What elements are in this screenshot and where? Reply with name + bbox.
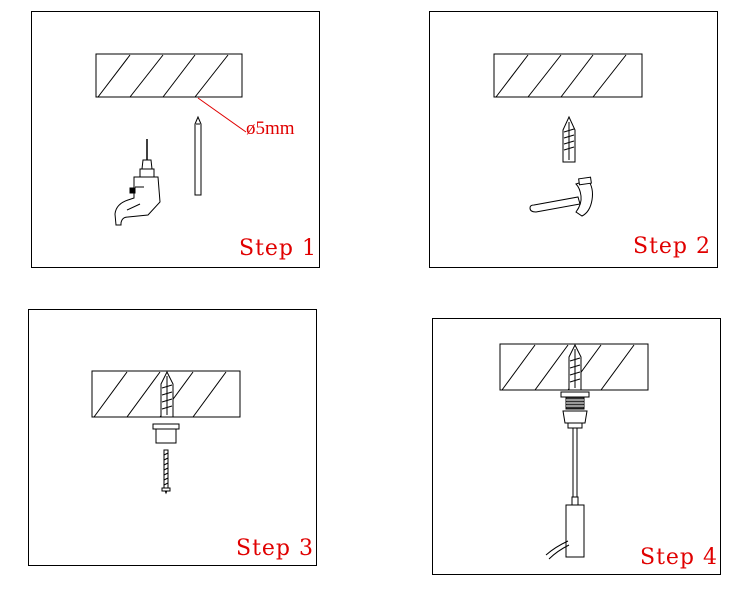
screw-icon xyxy=(161,449,171,495)
step-2-label: Step 2 xyxy=(633,234,712,259)
step-3-illustration xyxy=(91,370,241,495)
step-3-panel: Step 3 xyxy=(28,309,317,566)
step-2-panel: Step 2 xyxy=(429,11,718,268)
wall-plug-icon xyxy=(568,343,582,391)
hammer-icon xyxy=(529,176,593,217)
step-2-illustration xyxy=(493,53,643,217)
wall-plug-icon xyxy=(562,115,576,163)
step-4-label: Step 4 xyxy=(640,545,719,570)
step-4-illustration xyxy=(499,343,649,560)
suspension-cable-icon xyxy=(572,428,578,497)
step-1-illustration xyxy=(95,53,247,226)
step-4-panel: Step 4 xyxy=(432,318,721,575)
dimension-label: ø5mm xyxy=(246,118,295,139)
wall-block-icon xyxy=(95,53,243,98)
dimension-leader-line xyxy=(197,97,247,133)
lamp-fitting-icon xyxy=(545,496,585,560)
step-3-label: Step 3 xyxy=(236,536,315,561)
cable-gripper-icon xyxy=(560,391,590,429)
wall-block-icon xyxy=(493,53,643,98)
drill-bit-icon xyxy=(194,115,202,196)
step-1-label: Step 1 xyxy=(239,236,318,261)
step-1-panel: ø5mm Step 1 xyxy=(31,11,320,268)
wall-plug-icon xyxy=(160,370,174,418)
drill-icon xyxy=(114,139,161,226)
ceiling-cap-icon xyxy=(152,423,180,444)
